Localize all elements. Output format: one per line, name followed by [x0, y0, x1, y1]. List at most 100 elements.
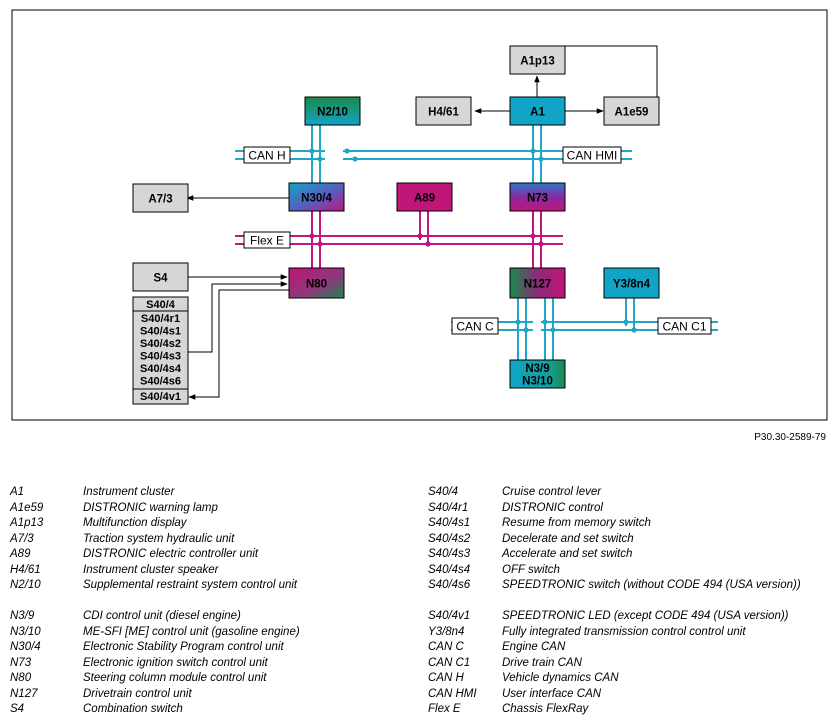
n210-connectors [311, 125, 321, 183]
legend-code: Y3/8n4 [428, 625, 465, 638]
svg-text:N3/10: N3/10 [522, 376, 553, 388]
s40-stack: S40/4S40/4r1S40/4s1S40/4s2S40/4s3S40/4s4… [132, 296, 189, 405]
legend-code: H4/61 [10, 563, 41, 576]
legend-description: Fully integrated transmission control co… [502, 625, 746, 638]
bus-label-flex-e: Flex E [243, 231, 291, 249]
y38n4-connectors [625, 298, 635, 330]
legend-code: CAN HMI [428, 687, 477, 700]
module-n304: N30/4 [288, 182, 345, 212]
a89-connectors [419, 211, 429, 244]
module-a1e59: A1e59 [603, 96, 660, 126]
svg-text:CAN HMI: CAN HMI [567, 149, 618, 163]
legend-description: Multifunction display [83, 517, 187, 529]
diagram-frame [11, 9, 828, 421]
legend-description: Combination switch [83, 703, 183, 715]
svg-text:N73: N73 [527, 193, 548, 205]
legend-description: Instrument cluster speaker [83, 563, 219, 576]
legend-description: OFF switch [502, 563, 560, 576]
legend-description: Supplemental restraint system control un… [83, 579, 298, 591]
legend-description: SPEEDTRONIC LED (except CODE 494 (USA ve… [502, 610, 789, 622]
svg-text:CAN C: CAN C [456, 320, 494, 334]
module-n39-n310: N3/9 N3/10 [509, 359, 566, 389]
legend-code: S40/4v1 [428, 610, 471, 622]
legend-description: DISTRONIC warning lamp [83, 501, 218, 514]
bus-label-can-c: CAN C [451, 317, 499, 335]
svg-text:H4/61: H4/61 [428, 107, 459, 119]
svg-text:N80: N80 [306, 279, 327, 291]
svg-text:A89: A89 [414, 193, 435, 205]
legend-code: A7/3 [10, 532, 34, 545]
legend-code: S40/4s1 [428, 517, 471, 529]
legend-code: N30/4 [10, 641, 41, 653]
legend-code: A1 [10, 486, 25, 498]
legend-code: Flex E [428, 703, 461, 715]
s40-stack-label: S40/4s4 [140, 363, 182, 375]
legend-code: S4 [10, 703, 25, 715]
module-h461: H4/61 [415, 96, 472, 126]
legend-description: User interface CAN [502, 687, 602, 700]
legend-code: CAN H [428, 672, 464, 684]
n73-n127-connectors [532, 211, 542, 268]
legend-code: N3/10 [10, 625, 41, 638]
svg-text:Flex E: Flex E [250, 234, 284, 248]
legend-description: Resume from memory switch [502, 517, 651, 529]
legend-code: S40/4s3 [428, 548, 471, 560]
legend-code: A89 [10, 548, 31, 560]
module-n73: N73 [509, 182, 566, 212]
legend-description: DISTRONIC control [502, 501, 603, 514]
legend-description: Cruise control lever [502, 486, 602, 498]
legend-description: Engine CAN [502, 641, 566, 653]
module-a1: A1 [509, 96, 566, 126]
s40-stack-label: S40/4 [146, 299, 176, 311]
svg-text:A1e59: A1e59 [615, 107, 649, 119]
a1-n73-connectors [532, 125, 542, 183]
legend-code: N127 [10, 687, 38, 700]
svg-text:A1p13: A1p13 [520, 56, 555, 68]
legend-description: Drive train CAN [502, 656, 582, 669]
legend-description: Steering column module control unit [83, 672, 267, 684]
module-a73: A7/3 [132, 183, 189, 213]
bus-label-can-hmi: CAN HMI [562, 146, 622, 164]
legend-description: Accelerate and set switch [502, 548, 633, 560]
legend-description: Instrument cluster [83, 486, 175, 498]
legend-description: CDI control unit (diesel engine) [83, 610, 241, 622]
legend-description: Decelerate and set switch [502, 532, 634, 545]
svg-text:A1: A1 [530, 107, 545, 119]
module-a89: A89 [396, 182, 453, 212]
legend-description: Drivetrain control unit [83, 687, 192, 700]
svg-text:CAN H: CAN H [248, 149, 285, 163]
module-n80: N80 [288, 267, 345, 299]
svg-text:N30/4: N30/4 [301, 193, 332, 205]
legend-code: N80 [10, 672, 32, 684]
svg-text:N3/9: N3/9 [525, 363, 549, 375]
legend-code: S40/4s4 [428, 563, 471, 576]
legend-code: N2/10 [10, 579, 41, 591]
figure-reference: P30.30-2589-79 [754, 432, 826, 443]
svg-text:S4: S4 [153, 273, 168, 285]
signal-lines [186, 45, 658, 400]
n304-flex-connectors [311, 211, 321, 268]
legend-description: DISTRONIC electric controller unit [83, 548, 259, 560]
svg-text:N127: N127 [524, 279, 552, 291]
s40-stack-label: S40/4s2 [140, 338, 181, 350]
svg-text:Y3/8n4: Y3/8n4 [613, 279, 651, 291]
legend-description: SPEEDTRONIC switch (without CODE 494 (US… [502, 579, 801, 591]
legend-description: Chassis FlexRay [502, 703, 589, 715]
s40-stack-label: S40/4v1 [140, 391, 181, 403]
legend-code: S40/4s6 [428, 579, 471, 591]
legend-code: N3/9 [10, 610, 35, 622]
legend-code: CAN C [428, 641, 464, 653]
bus-label-can-c1: CAN C1 [657, 317, 712, 335]
legend-description: Electronic Stability Program control uni… [83, 641, 284, 653]
s40-stack-label: S40/4s1 [140, 326, 181, 338]
s40-stack-label: S40/4s6 [140, 376, 181, 388]
module-n127: N127 [509, 267, 566, 299]
legend-code: N73 [10, 656, 32, 669]
svg-text:CAN C1: CAN C1 [662, 320, 706, 334]
module-s4: S4 [132, 262, 189, 292]
legend-code: CAN C1 [428, 656, 471, 669]
s40-stack-label: S40/4r1 [141, 313, 180, 325]
legend-description: Vehicle dynamics CAN [502, 672, 619, 684]
network-diagram: CAN H CAN HMI Flex E CAN C CAN C1 A1p13 … [11, 9, 828, 421]
module-n210: N2/10 [304, 96, 361, 126]
